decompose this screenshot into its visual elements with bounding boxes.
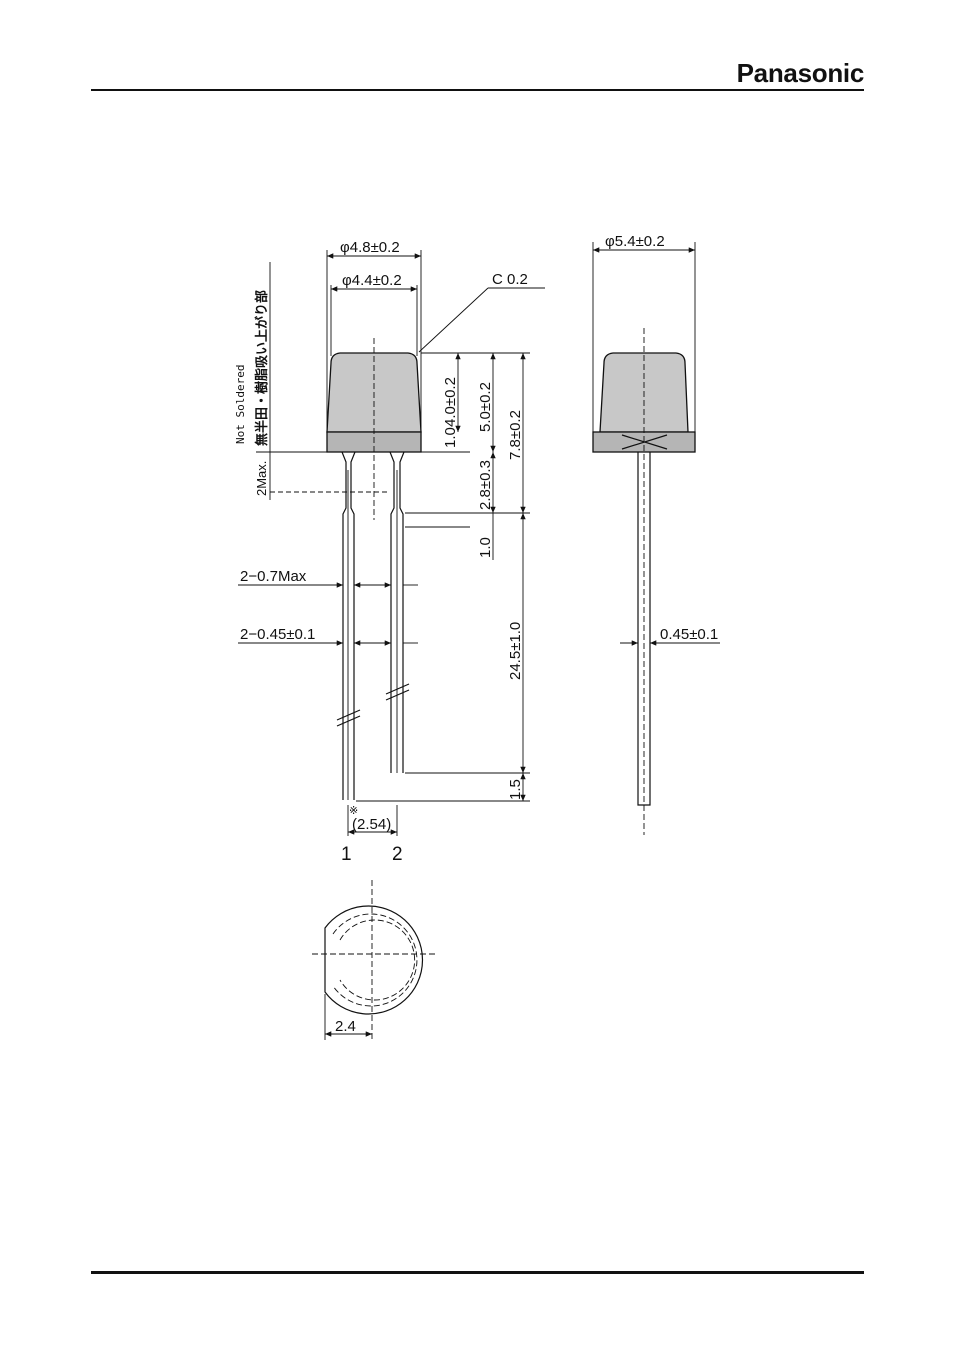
note-en: Not Soldered <box>234 365 247 444</box>
pin-2-label: 2 <box>392 844 403 865</box>
lead-2 <box>386 452 409 773</box>
dim-pitch: (2.54) <box>352 816 391 833</box>
dim-lead-max: 2−0.7Max <box>240 568 307 585</box>
dim-lead-length: 24.5±1.0 <box>507 622 524 680</box>
dim-flange-diameter: φ5.4±0.2 <box>605 233 665 250</box>
lead-1 <box>337 452 360 800</box>
pin-1-label: 1 <box>341 844 352 865</box>
dim-kink: 1.0 <box>477 537 494 558</box>
dim-side-lead-width: 0.45±0.1 <box>660 626 718 643</box>
dim-flange: 1.0 <box>442 427 459 448</box>
dim-chamfer: C 0.2 <box>492 271 528 288</box>
note-jp: 無半田・樹脂吸い上がり部 <box>254 290 269 446</box>
dim-lead-to-kink: 2.8±0.3 <box>477 460 494 510</box>
dim-total-height: 7.8±0.2 <box>507 410 524 460</box>
bottom-outline <box>325 906 422 1014</box>
dim-flat: 2.4 <box>335 1018 356 1035</box>
side-view: φ5.4±0.2 0.45±0.1 <box>593 233 720 835</box>
dim-body-height: 5.0±0.2 <box>477 382 494 432</box>
dim-lead-width: 2−0.45±0.1 <box>240 626 315 643</box>
dim-inner-diameter: φ4.4±0.2 <box>342 272 402 289</box>
dim-lens-height: 4.0±0.2 <box>442 377 459 427</box>
note-max: 2Max. <box>254 461 269 496</box>
bottom-view: 2.4 <box>312 880 438 1040</box>
front-view: φ4.8±0.2 φ4.4±0.2 C 0.2 1.0 4.0±0.2 5.0±… <box>234 239 545 865</box>
dim-lead-end: 1.5 <box>507 779 524 800</box>
dim-outer-diameter: φ4.8±0.2 <box>340 239 400 256</box>
